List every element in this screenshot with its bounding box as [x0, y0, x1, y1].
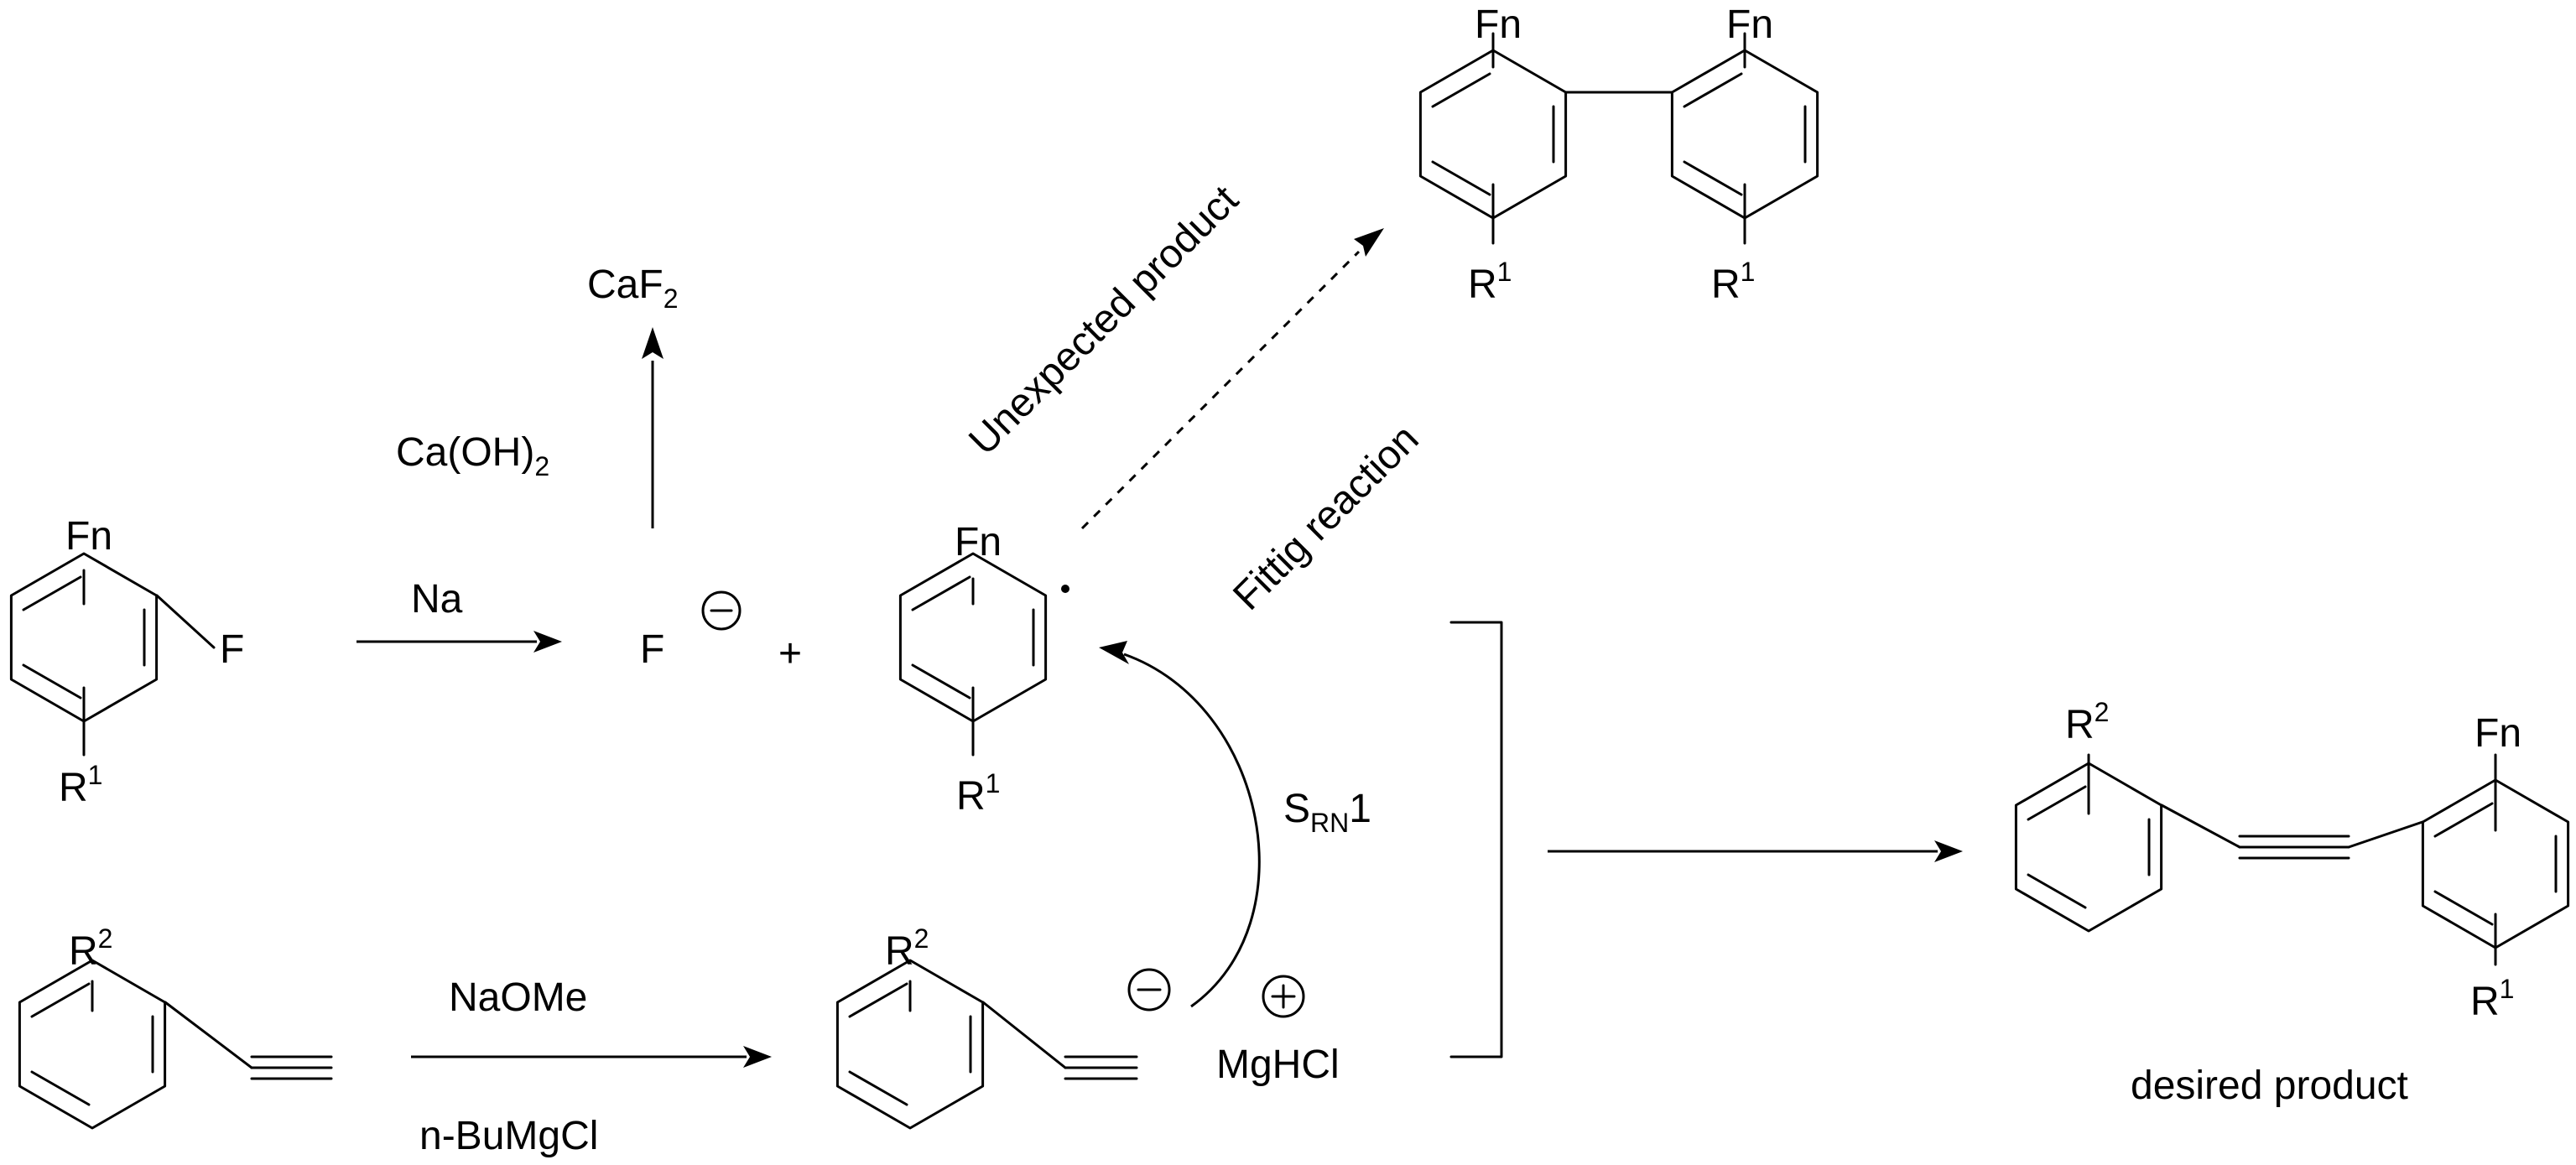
positive-charge-icon: [1262, 975, 1305, 1018]
aryl-radical: Fn R1: [898, 520, 1069, 819]
reagent-naome: NaOMe: [449, 975, 587, 1020]
plus-sign: +: [778, 632, 802, 676]
bracket: [1449, 621, 1503, 1058]
sodium-arrow: Na: [356, 577, 562, 653]
biphenyl-product: Fn Fn R1 R1: [1418, 3, 1819, 307]
c-f-bond: [155, 594, 216, 649]
negative-charge-icon: [701, 590, 742, 631]
desired-product-label: desired product: [2131, 1064, 2408, 1108]
unexpected-path-arrow: Unexpected product Fittig reaction: [960, 178, 1427, 619]
srn1-label: SRN1: [1283, 787, 1371, 838]
reagent-na: Na: [411, 577, 463, 622]
fn-label: Fn: [1475, 3, 1522, 47]
fn-label: Fn: [65, 514, 112, 559]
srn1-arrow: SRN1: [1099, 641, 1371, 1008]
caoh2-label: Ca(OH)2: [396, 430, 549, 481]
reagent-nbumgcl: n-BuMgCl: [419, 1114, 598, 1158]
mghcl-label: MgHCl: [1216, 1043, 1340, 1087]
fluoride-anion: F: [640, 590, 742, 672]
r1-label: R1: [1468, 257, 1512, 307]
acetylide-anion: R2 MgHCl: [835, 923, 1340, 1130]
r2-label: R2: [2065, 697, 2109, 747]
fluoride-label: F: [640, 627, 664, 672]
r1-label: R1: [1711, 257, 1755, 307]
main-arrow: [1548, 840, 1963, 862]
radical-dot-icon: [1061, 585, 1069, 593]
terminal-alkyne: R2: [18, 923, 333, 1130]
r1-label: R1: [2470, 974, 2514, 1024]
fn-label: Fn: [1726, 3, 1773, 47]
r1-label: R1: [956, 768, 1000, 819]
negative-charge-icon: [1127, 968, 1171, 1012]
deprotonation-arrow: NaOMe n-BuMgCl: [411, 975, 772, 1158]
fn-label: Fn: [955, 520, 1002, 564]
desired-product: R2 Fn R1 desired product: [2014, 697, 2570, 1108]
caf2-label: CaF2: [587, 263, 678, 314]
fluorine-label: F: [220, 627, 244, 672]
r2-label: R2: [69, 923, 112, 974]
fittig-reaction-label: Fittig reaction: [1225, 417, 1427, 619]
unexpected-product-label: Unexpected product: [960, 178, 1246, 464]
fn-label: Fn: [2475, 711, 2521, 756]
r1-label: R1: [59, 760, 102, 810]
aryl-fluoride: Fn F R1: [9, 514, 244, 810]
calcium-arrow: CaF2 Ca(OH)2: [396, 263, 678, 528]
r2-label: R2: [885, 923, 929, 974]
